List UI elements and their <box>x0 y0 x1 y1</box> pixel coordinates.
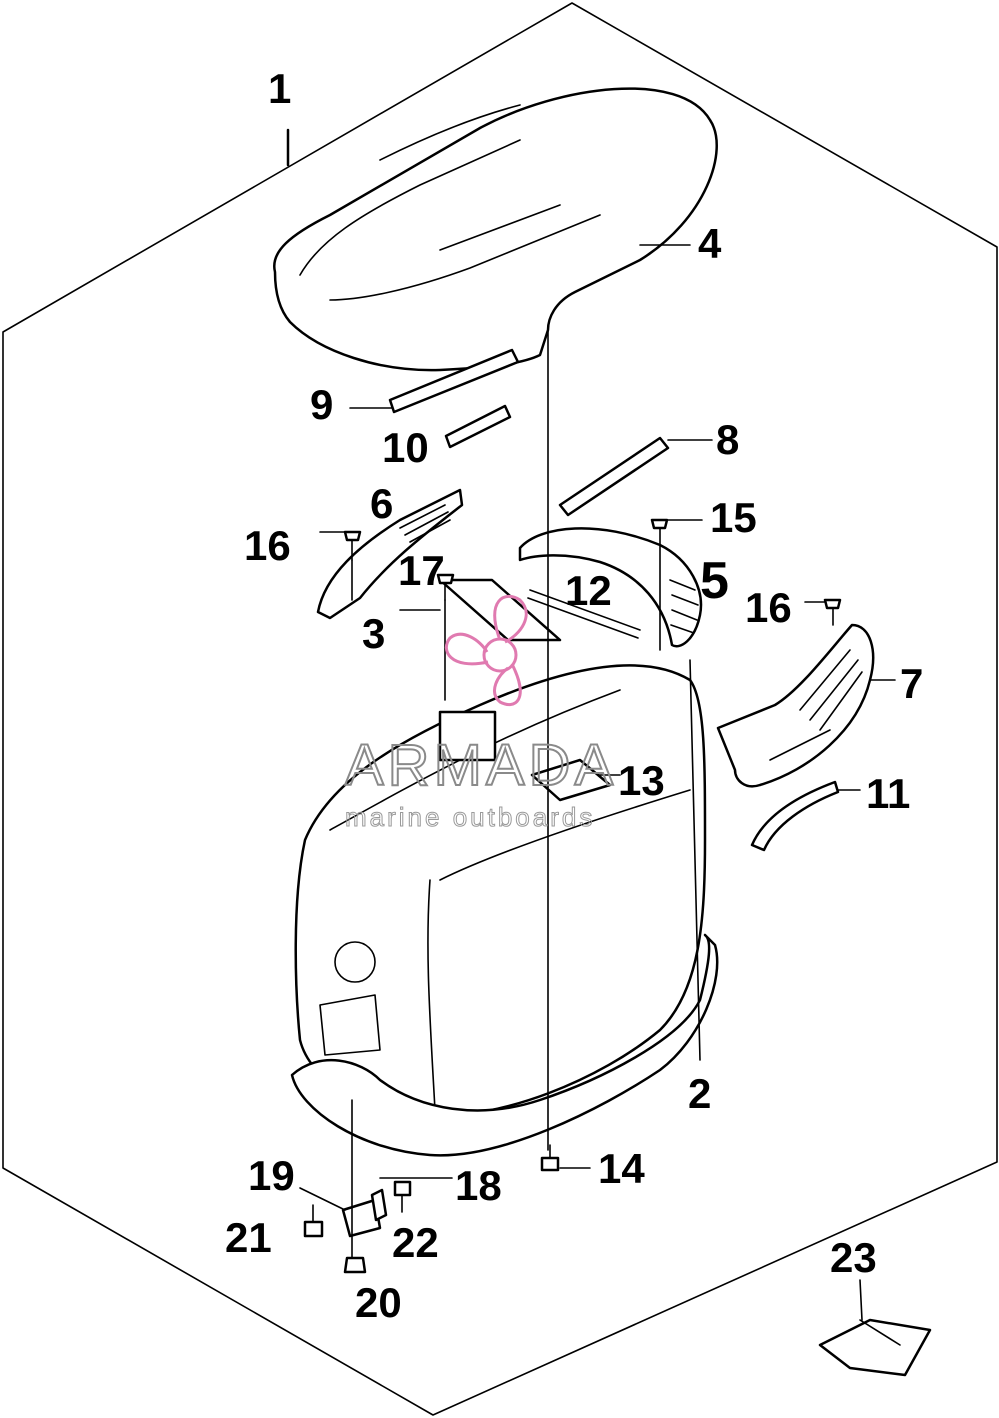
screw-15-part <box>650 518 669 546</box>
callout-3: 3 <box>362 610 385 657</box>
callout-8: 8 <box>716 416 739 463</box>
screw-22-part <box>393 1180 412 1213</box>
bolt-14-part <box>540 1144 560 1172</box>
watermark: ARMADA marine outboards <box>344 594 617 833</box>
callout-19: 19 <box>248 1152 295 1199</box>
seal-8-part <box>558 436 670 517</box>
callout-18: 18 <box>455 1162 502 1209</box>
callout-16-right: 16 <box>745 584 792 631</box>
propeller-logo-icon <box>444 594 528 707</box>
seal-10-part <box>444 404 512 449</box>
callout-2: 2 <box>688 1070 711 1117</box>
plate-13-part <box>530 758 612 802</box>
callout-21: 21 <box>225 1214 272 1261</box>
bolt-21-part <box>303 1204 324 1238</box>
callout-11: 11 <box>866 770 910 817</box>
seal-11-part <box>750 780 840 852</box>
watermark-tagline: marine outboards <box>345 802 595 832</box>
callout-5: 5 <box>700 552 729 610</box>
callout-10: 10 <box>382 424 429 471</box>
callout-9: 9 <box>310 381 333 428</box>
bracket-3-part <box>438 578 562 642</box>
leader-lines <box>286 128 901 1346</box>
screw-16-right-part <box>823 598 842 626</box>
callout-13: 13 <box>618 757 665 804</box>
callout-15: 15 <box>710 494 757 541</box>
side-grille-7-part <box>716 623 875 788</box>
nut-20-part <box>343 1256 367 1274</box>
pin-18-part <box>370 1188 388 1222</box>
parts-bag-23-part <box>818 1318 932 1377</box>
callout-14: 14 <box>598 1145 645 1192</box>
callout-22: 22 <box>392 1219 439 1266</box>
callout-4: 4 <box>698 220 722 267</box>
callout-7: 7 <box>900 660 923 707</box>
callout-23: 23 <box>830 1234 877 1281</box>
callout-12: 12 <box>565 567 612 614</box>
vent-cover-6-part <box>316 488 464 620</box>
vent-cover-5-part <box>518 527 703 648</box>
screw-17-part <box>436 573 455 601</box>
callout-1: 1 <box>268 65 291 112</box>
watermark-brand: ARMADA <box>345 733 617 798</box>
callout-6: 6 <box>370 480 393 527</box>
callout-17: 17 <box>398 547 445 594</box>
top-cover-part <box>273 87 718 372</box>
callout-20: 20 <box>355 1279 402 1326</box>
screw-16-left-part <box>343 530 362 561</box>
callout-16-left: 16 <box>244 522 291 569</box>
